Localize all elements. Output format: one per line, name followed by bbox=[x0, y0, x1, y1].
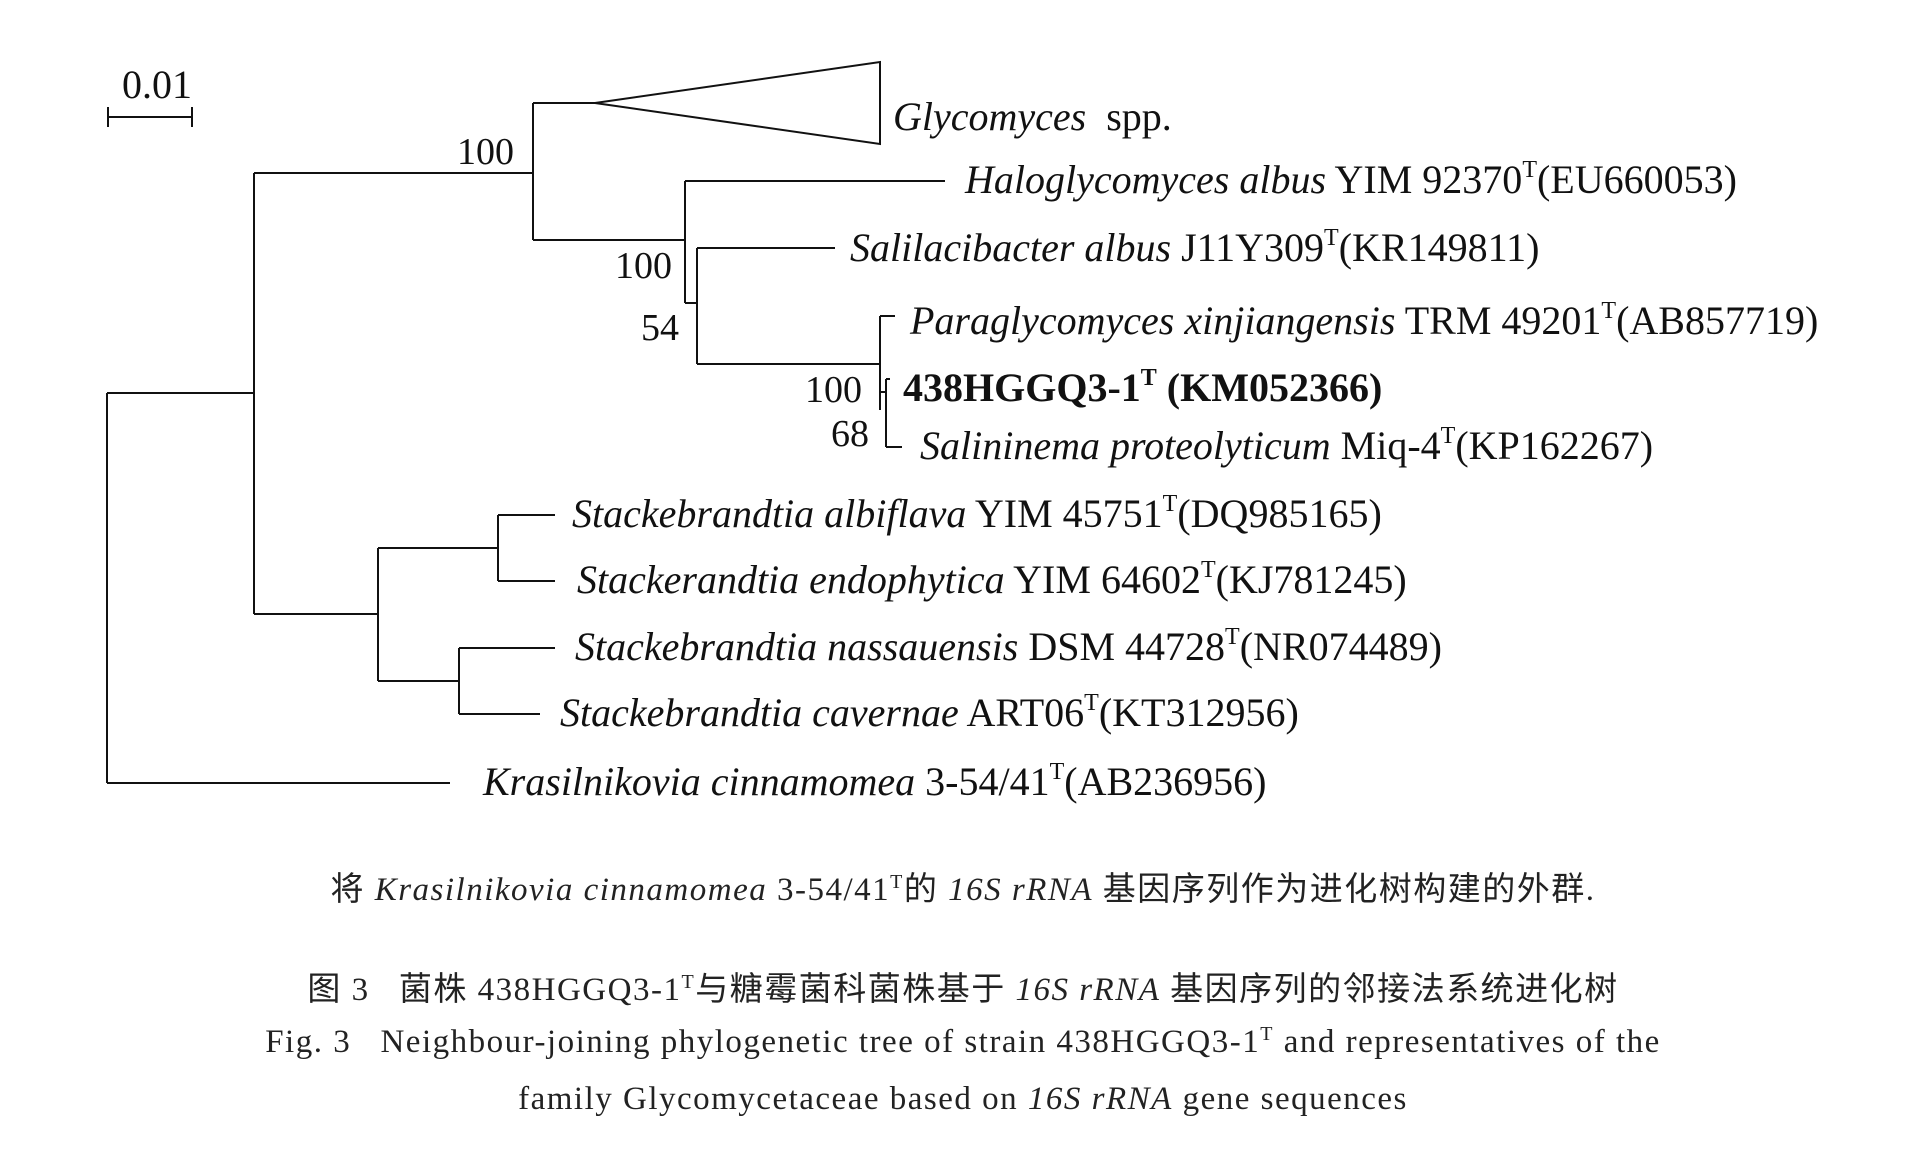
taxon-label: Stackebrandtia cavernae ART06T(KT312956) bbox=[560, 690, 1299, 735]
taxon-label: Salilacibacter albus J11Y309T(KR149811) bbox=[850, 225, 1539, 270]
taxon-label: Paraglycomyces xinjiangensis TRM 49201T(… bbox=[909, 298, 1818, 343]
taxon-label-outgroup: Krasilnikovia cinnamomea 3-54/41T(AB2369… bbox=[482, 759, 1267, 804]
figure-label-zh: 图 3 bbox=[307, 972, 370, 1008]
taxon-label: Salininema proteolyticum Miq-4T(KP162267… bbox=[920, 423, 1653, 468]
bootstrap-value: 100 bbox=[615, 245, 672, 287]
tree-branches bbox=[106, 60, 945, 784]
scale-bar-label: 0.01 bbox=[122, 62, 192, 107]
bootstrap-value: 68 bbox=[831, 413, 869, 455]
outgroup-note: 将 Krasilnikovia cinnamomea 3-54/41T的 16S… bbox=[330, 871, 1596, 908]
taxon-label: Haloglycomyces albus YIM 92370T(EU660053… bbox=[964, 157, 1737, 202]
taxon-label: Stackebrandtia nassauensis DSM 44728T(NR… bbox=[575, 624, 1442, 669]
figure-label-en: Fig. 3 bbox=[265, 1024, 352, 1060]
bootstrap-value: 100 bbox=[805, 369, 862, 411]
taxon-label: Stackebrandtia albiflava YIM 45751T(DQ98… bbox=[572, 491, 1382, 536]
taxon-label: Glycomyces spp. bbox=[893, 94, 1172, 139]
figure-caption-en-line2: family Glycomycetaceae based on 16S rRNA… bbox=[518, 1081, 1408, 1117]
taxon-label: Stackerandtia endophytica YIM 64602T(KJ7… bbox=[577, 557, 1407, 602]
scale-bar bbox=[107, 107, 193, 127]
glycomyces-collapsed-triangle bbox=[594, 60, 881, 146]
figure-caption-en-line1: Fig. 3 Neighbour-joining phylogenetic tr… bbox=[265, 1023, 1661, 1060]
bootstrap-value: 100 bbox=[457, 131, 514, 173]
taxon-label-highlighted-strain: 438HGGQ3-1T (KM052366) bbox=[903, 365, 1382, 410]
bootstrap-value: 54 bbox=[641, 307, 679, 349]
figure-caption-zh: 图 3 菌株 438HGGQ3-1T与糖霉菌科菌株基于 16S rRNA 基因序… bbox=[307, 971, 1619, 1008]
